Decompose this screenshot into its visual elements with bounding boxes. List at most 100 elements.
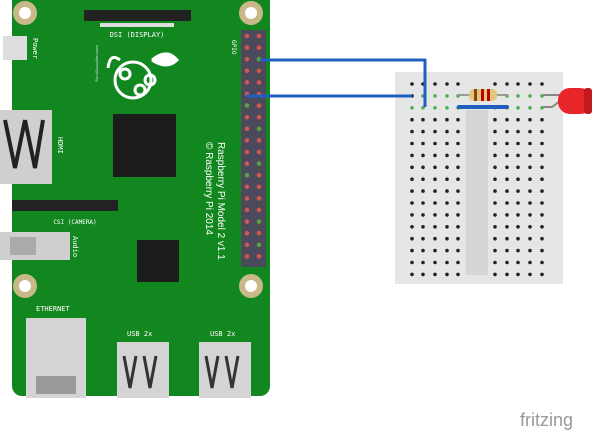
breadboard-hole (516, 189, 520, 193)
power-connector (3, 36, 27, 60)
breadboard-hole (421, 165, 425, 170)
breadboard-hole (505, 225, 509, 229)
breadboard-hole (433, 106, 437, 110)
breadboard-hole (493, 82, 497, 86)
gpio-label: GPIO (230, 40, 237, 55)
breadboard-hole (421, 260, 425, 265)
gpio-pin (256, 161, 262, 166)
breadboard-hole (456, 213, 460, 217)
breadboard-hole (516, 225, 520, 229)
breadboard-hole (445, 117, 449, 122)
breadboard-hole (528, 141, 532, 146)
breadboard-hole (540, 165, 544, 170)
breadboard-hole (528, 213, 532, 217)
breadboard-hole (456, 260, 460, 265)
fritzing-watermark: fritzing (520, 410, 573, 430)
breadboard-hole (456, 201, 460, 205)
csi-connector (12, 200, 118, 211)
breadboard-hole (493, 201, 497, 205)
breadboard-hole (540, 153, 544, 158)
breadboard-hole (445, 129, 449, 134)
breadboard-hole (528, 165, 532, 170)
usb2-label: USB 2x (210, 330, 235, 338)
breadboard-hole (528, 248, 532, 253)
breadboard-hole (516, 106, 520, 110)
breadboard-hole (433, 177, 437, 181)
breadboard-hole (445, 201, 449, 205)
breadboard-hole (433, 248, 437, 253)
breadboard-hole (528, 260, 532, 265)
breadboard-hole (528, 272, 532, 277)
breadboard-hole (456, 177, 460, 181)
gpio-pin (244, 33, 250, 39)
breadboard-hole (505, 201, 509, 205)
resistor[interactable] (458, 89, 508, 101)
breadboard-hole (505, 129, 509, 134)
breadboard-hole (516, 213, 520, 217)
breadboard-hole (433, 236, 437, 241)
gpio-pin (256, 242, 262, 248)
breadboard-hole (528, 82, 532, 86)
breadboard-hole (456, 129, 460, 134)
breadboard-hole (493, 177, 497, 181)
breadboard (395, 72, 563, 284)
breadboard-hole (410, 165, 414, 170)
breadboard-hole (528, 201, 532, 205)
usb-port-2 (199, 342, 251, 398)
breadboard-hole (516, 260, 520, 265)
breadboard-hole (516, 236, 520, 241)
power-label: Power (31, 38, 39, 59)
breadboard-hole (540, 272, 544, 277)
led-red[interactable] (543, 88, 592, 114)
breadboard-hole (445, 165, 449, 170)
breadboard-hole (505, 213, 509, 217)
breadboard-hole (493, 153, 497, 158)
breadboard-hole (445, 177, 449, 181)
gpio-pin (244, 161, 250, 166)
breadboard-hole (445, 260, 449, 265)
breadboard-hole (528, 117, 532, 122)
breadboard-hole (493, 189, 497, 193)
breadboard-hole (493, 117, 497, 122)
breadboard-hole (528, 225, 532, 229)
breadboard-hole (528, 153, 532, 158)
breadboard-hole (540, 260, 544, 265)
breadboard-hole (493, 213, 497, 217)
gpio-pin (256, 114, 262, 120)
breadboard-hole (505, 248, 509, 253)
breadboard-hole (445, 213, 449, 217)
model-label: Raspberry Pi Model 2 v1.1 (215, 142, 226, 260)
gpio-pin (256, 172, 262, 178)
breadboard-hole (410, 106, 414, 110)
breadboard-hole (505, 236, 509, 241)
breadboard-hole (493, 225, 497, 229)
breadboard-hole (505, 177, 509, 181)
breadboard-hole (410, 272, 414, 277)
breadboard-hole (528, 177, 532, 181)
breadboard-hole (421, 236, 425, 241)
breadboard-hole (421, 248, 425, 253)
breadboard-hole (456, 153, 460, 158)
gpio-pin (256, 254, 262, 259)
breadboard-hole (433, 260, 437, 265)
breadboard-hole (410, 129, 414, 134)
breadboard-hole (421, 225, 425, 229)
gpio-pin (256, 33, 262, 39)
breadboard-hole (493, 260, 497, 265)
gpio-pin (256, 45, 262, 50)
gpio-pin (256, 138, 262, 143)
gpio-pin (244, 184, 250, 190)
breadboard-hole (410, 248, 414, 253)
gpio-pin (244, 149, 250, 155)
gpio-pin (256, 103, 262, 108)
gpio-pin (244, 219, 250, 224)
breadboard-hole (410, 225, 414, 229)
gpio-pins (244, 33, 262, 259)
gpio-pin (244, 207, 250, 213)
wire-gpio-to-ground[interactable] (260, 58, 427, 107)
breadboard-hole (493, 272, 497, 277)
gpio-pin (256, 149, 262, 155)
breadboard-hole (516, 129, 520, 134)
